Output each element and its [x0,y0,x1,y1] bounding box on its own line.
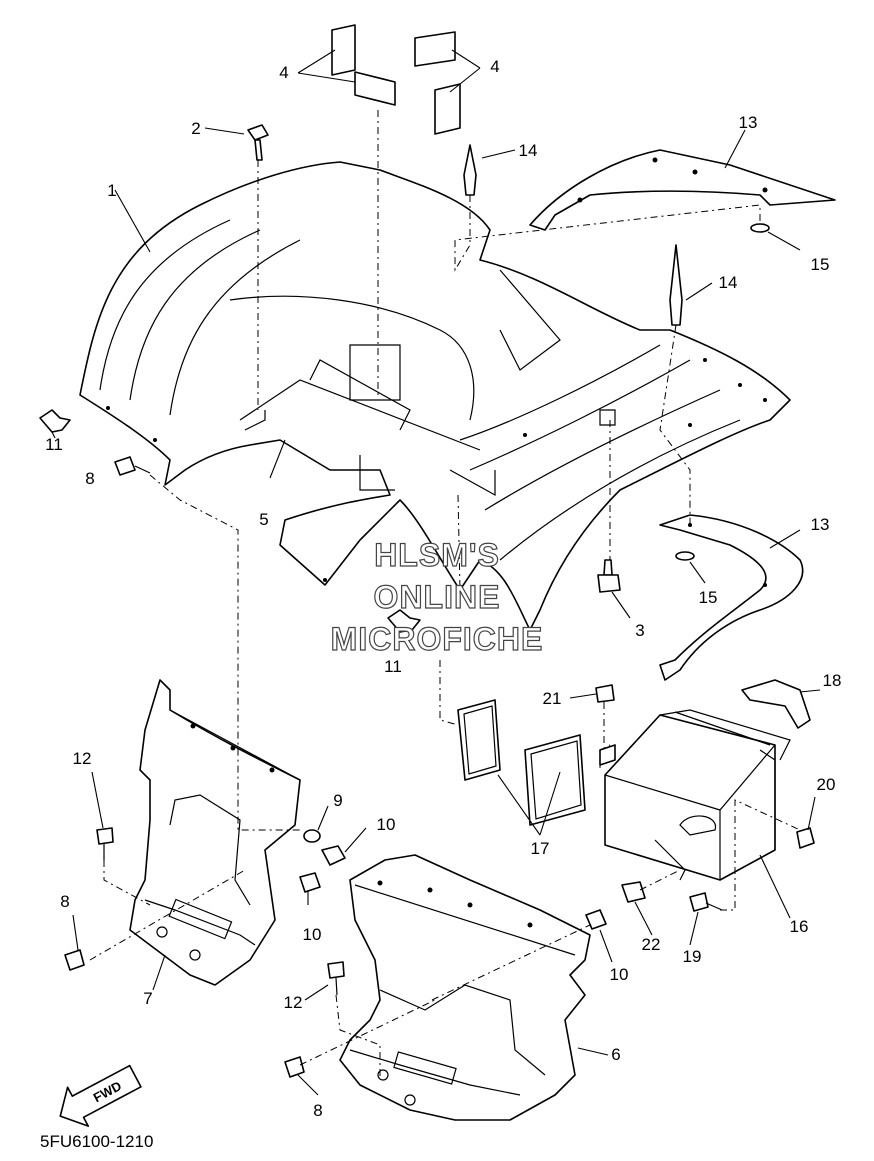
callout-10c: 10 [610,965,629,984]
mud-flap-upper [529,149,836,231]
callout-5: 5 [259,510,268,529]
callout-8a: 8 [85,469,94,488]
callout-4b: 4 [490,57,499,76]
callout-labels: 1 2 3 4 4 5 6 7 8 8 8 9 10 10 10 11 11 1… [45,57,841,1120]
callout-15a: 15 [811,255,830,274]
callout-18: 18 [823,671,842,690]
fasteners [39,124,815,1078]
callout-13a: 13 [739,113,758,132]
callout-21: 21 [543,689,562,708]
callout-3: 3 [635,621,644,640]
callout-10b: 10 [303,925,322,944]
callout-10a: 10 [377,815,396,834]
callout-15b: 15 [699,588,718,607]
callout-19: 19 [683,947,702,966]
leader-lines [51,49,821,1096]
watermark: HLSM'S ONLINE MICROFICHE [330,536,544,657]
callout-16: 16 [790,917,809,936]
tool-box [599,709,791,881]
callout-14b: 14 [719,273,738,292]
callout-2: 2 [191,119,200,138]
pads [457,699,586,826]
callout-8b: 8 [60,892,69,911]
watermark-line-3: MICROFICHE [331,621,544,657]
callout-6: 6 [611,1045,620,1064]
watermark-line-2: ONLINE [374,579,501,615]
mud-flap-lower [659,514,804,681]
right-footrest-guard [339,854,591,1121]
diagram-code: 5FU6100-1210 [40,1132,153,1151]
callout-1: 1 [107,181,116,200]
callout-7: 7 [143,989,152,1008]
callout-9: 9 [333,791,342,810]
left-footrest-guard [129,679,301,986]
dampers [331,24,461,135]
callout-11b: 11 [384,657,402,676]
watermark-line-1: HLSM'S [374,537,500,573]
fwd-arrow: FWD [59,1064,142,1127]
callout-20: 20 [817,775,836,794]
callout-8c: 8 [313,1101,322,1120]
callout-11a: 11 [45,435,63,454]
assembly-lines [89,110,801,1080]
callout-22: 22 [642,935,661,954]
callout-4a: 4 [279,63,288,82]
callout-13b: 13 [811,515,830,534]
callout-12b: 12 [284,993,303,1012]
callout-17: 17 [531,839,550,858]
callout-12a: 12 [73,749,92,768]
callout-14a: 14 [519,141,538,160]
